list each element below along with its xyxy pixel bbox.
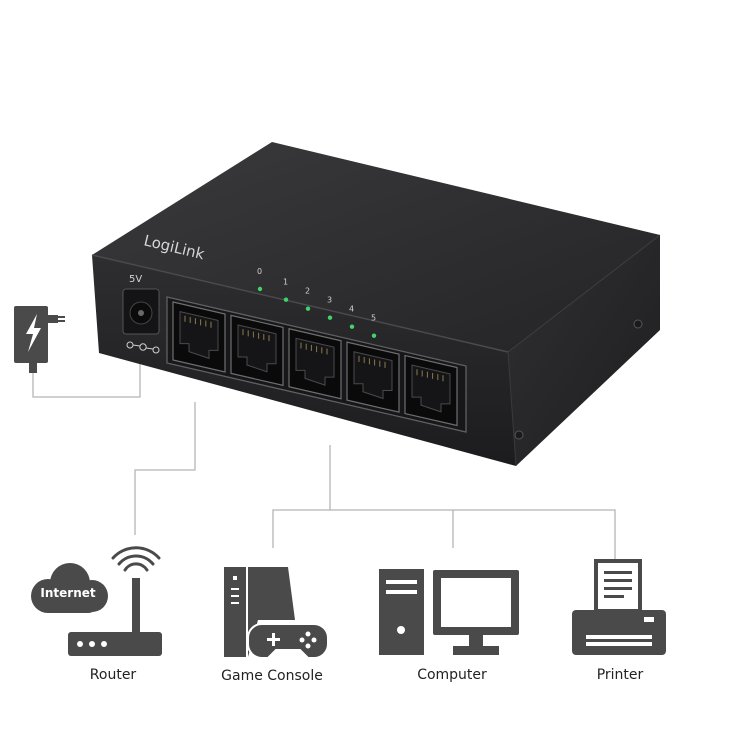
ethernet-port bbox=[230, 314, 284, 387]
switch-right-face bbox=[508, 235, 660, 466]
lan-branch-line bbox=[272, 509, 616, 562]
switch-top-face bbox=[92, 142, 660, 352]
port-number-label: 3 bbox=[327, 296, 332, 305]
router-icon: Internet bbox=[31, 546, 162, 656]
connection-lines bbox=[32, 360, 616, 562]
device-label-computer: Computer bbox=[417, 667, 487, 683]
status-led bbox=[327, 315, 333, 320]
ethernet-port bbox=[172, 301, 226, 373]
ethernet-ports bbox=[172, 301, 458, 427]
screw bbox=[633, 319, 643, 329]
device-label-printer: Printer bbox=[596, 667, 644, 683]
polarity-symbol bbox=[126, 341, 160, 354]
status-led bbox=[257, 286, 263, 292]
port-number-label: 4 bbox=[349, 305, 354, 314]
ethernet-port bbox=[288, 328, 342, 400]
status-led bbox=[305, 306, 311, 311]
port-number-label: 1 bbox=[283, 278, 288, 287]
status-led bbox=[349, 324, 355, 329]
ethernet-port bbox=[346, 341, 400, 413]
power-label: 5V bbox=[129, 274, 142, 285]
internet-label: Internet bbox=[40, 586, 95, 600]
status-led bbox=[283, 297, 289, 302]
device-label-game-console: Game Console bbox=[221, 668, 323, 684]
port-number-label: 2 bbox=[305, 287, 310, 296]
port-number-labels: 0 1 2 3 4 5 bbox=[257, 267, 376, 323]
internet-cloud-icon bbox=[31, 563, 108, 613]
status-leds bbox=[257, 286, 377, 338]
ethernet-port bbox=[404, 354, 458, 427]
port-number-label: 0 bbox=[257, 267, 262, 276]
power-jack bbox=[122, 288, 160, 335]
port-number-label: 5 bbox=[371, 314, 376, 323]
router-cable-line bbox=[134, 402, 196, 535]
game-console-icon bbox=[224, 567, 329, 659]
wifi-icon bbox=[111, 546, 161, 572]
device-label-router: Router bbox=[89, 667, 137, 683]
printer-icon bbox=[572, 559, 666, 655]
power-adapter-icon bbox=[14, 306, 65, 373]
power-cable-line bbox=[32, 360, 141, 398]
screw bbox=[514, 430, 524, 440]
computer-icon bbox=[379, 569, 519, 655]
status-led bbox=[371, 333, 377, 338]
